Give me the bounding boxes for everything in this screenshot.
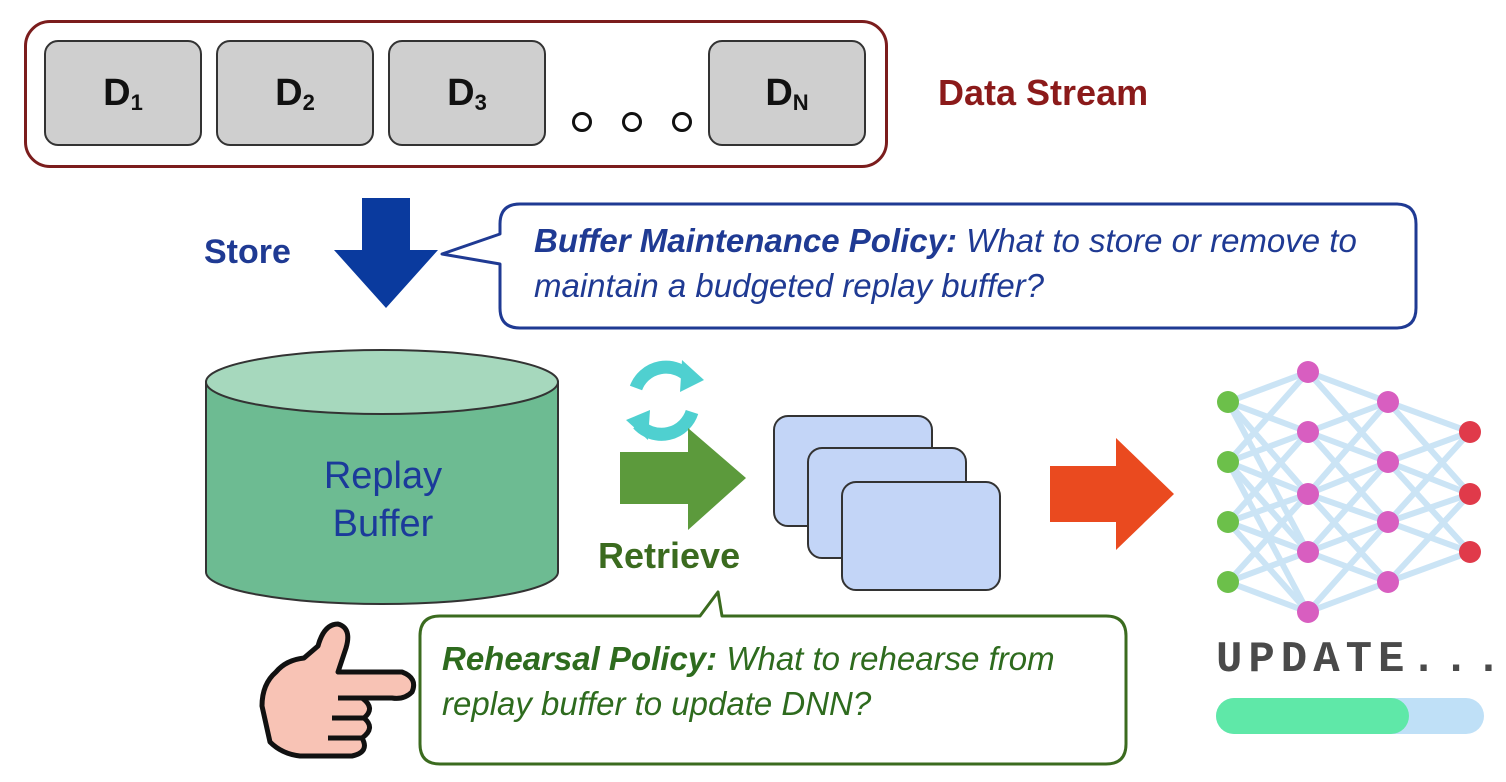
data-stream-frame [24,20,888,168]
buffer-policy-callout [440,202,1418,330]
dot [672,112,692,132]
block-letter: D [447,71,475,114]
block-letter: D [275,71,303,114]
dot [622,112,642,132]
buffer-policy-text: Buffer Maintenance Policy: What to store… [534,218,1414,308]
pointing-hand-icon [259,621,417,759]
block-subscript: N [792,90,809,115]
ellipsis-dots [572,112,692,142]
rehearsal-policy-title: Rehearsal Policy: [442,640,718,677]
buffer-policy-body: What to store or remove to maintain a bu… [534,222,1357,304]
data-stream-label: Data Stream [938,72,1149,113]
update-progress-bar [1216,698,1484,734]
block-letter: D [765,71,793,114]
buffer-policy-title: Buffer Maintenance Policy: [534,222,957,259]
retrieve-label: Retrieve [598,535,741,576]
dot [572,112,592,132]
neural-network-icon [1217,361,1481,623]
refresh-icon [626,360,704,441]
replay-buffer-cylinder [205,349,559,605]
rehearsal-policy-callout [418,590,1128,766]
block-letter: D [103,71,131,114]
retrieved-samples [773,415,1001,591]
update-label: UPDATE... [1216,635,1506,685]
update-arrow-icon [1050,438,1174,550]
replay-buffer-label-line1: Replay [323,455,443,497]
retrieve-arrow-icon [620,428,746,530]
block-subscript: 1 [130,90,143,115]
store-arrow-icon [334,198,438,308]
rehearsal-policy-text: Rehearsal Policy: What to rehearse from … [442,636,1142,726]
store-label: Store [204,233,291,271]
block-subscript: 2 [302,90,315,115]
rehearsal-policy-body: What to rehearse from replay buffer to u… [442,640,1055,722]
replay-buffer-label-line2: Buffer [332,503,434,545]
block-subscript: 3 [474,90,487,115]
replay-buffer-label: Replay Buffer [206,452,560,548]
